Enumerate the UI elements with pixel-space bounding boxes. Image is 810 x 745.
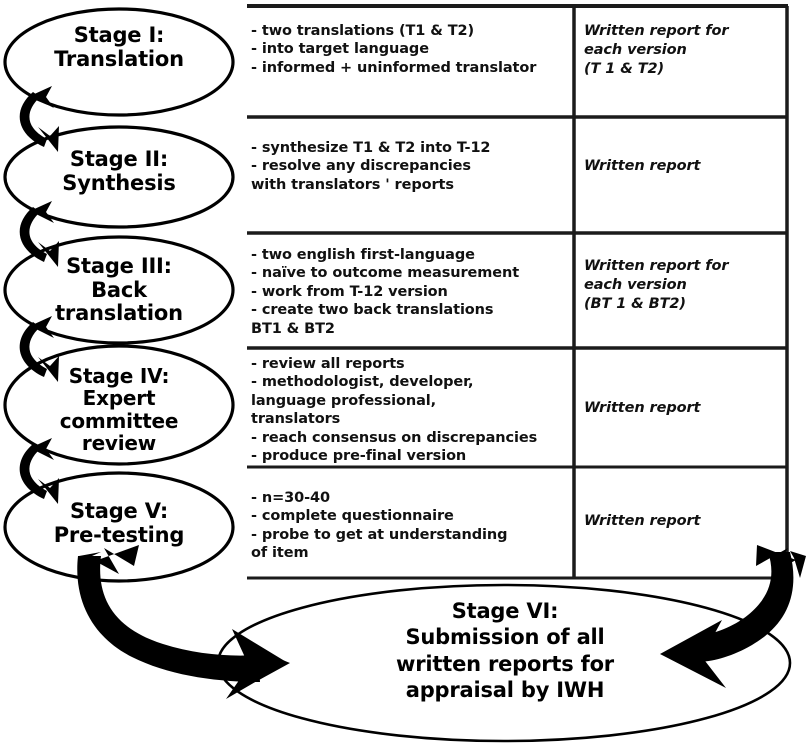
bold-curved-arrow-left xyxy=(660,545,806,688)
stage-2-details: - synthesize T1 & T2 into T-12 - resolve… xyxy=(251,140,491,193)
stage-5-output: Written report xyxy=(584,513,701,529)
bold-curved-arrow-right xyxy=(77,545,290,699)
stage-4-ellipse-label: Stage IV: Expert committee review xyxy=(59,364,179,456)
stage-1-output: Written report for each version (T 1 & T… xyxy=(584,23,729,77)
stage-3-details: - two english first-language - naïve to … xyxy=(251,247,520,337)
stage-5-details: - n=30-40 - complete questionnaire - pro… xyxy=(251,490,508,562)
curved-step-arrow-1 xyxy=(19,86,59,152)
stage-3-output: Written report for each version (BT 1 & … xyxy=(584,258,729,312)
stage-5-ellipse-label: Stage V: Pre-testing xyxy=(53,499,185,547)
stage-2-output: Written report xyxy=(584,158,701,174)
stage-1-ellipse-label: Stage I: Translation xyxy=(54,23,184,71)
stage-4-output: Written report xyxy=(584,400,701,416)
stage-1-details: - two translations (T1 & T2) - into targ… xyxy=(251,23,537,76)
stage-3-ellipse-label: Stage III: Back translation xyxy=(55,254,183,326)
stage-4-details: - review all reports - methodologist, de… xyxy=(251,356,538,465)
stage-6-ellipse-label: Stage VI: Submission of all written repo… xyxy=(396,599,614,703)
stage-2-ellipse-label: Stage II: Synthesis xyxy=(62,147,176,195)
